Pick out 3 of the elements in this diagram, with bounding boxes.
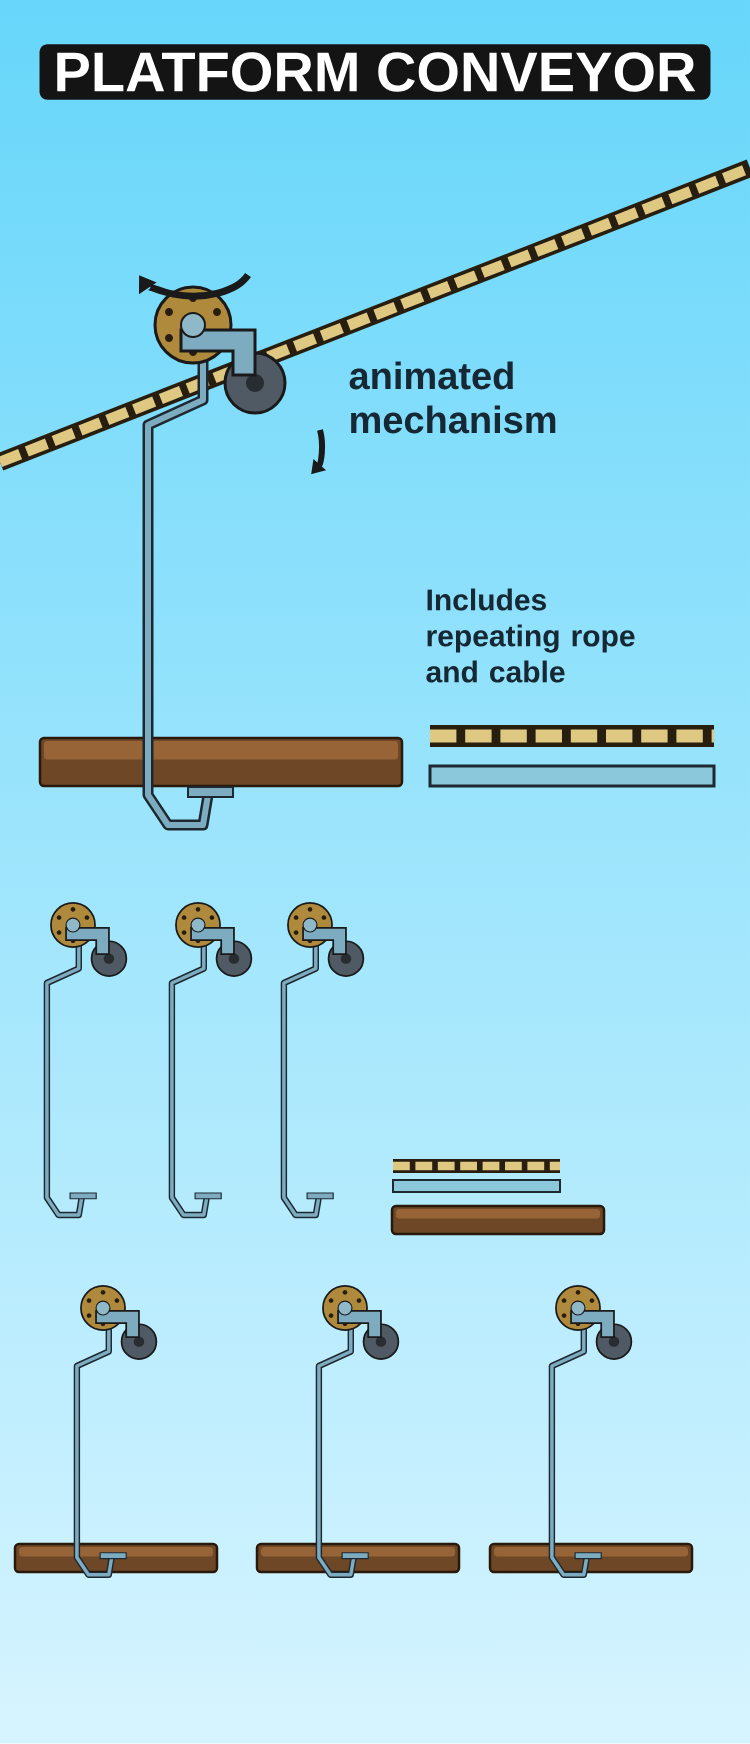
callout-text: Includes repeating rope and cable — [426, 588, 635, 683]
title-banner: PLATFORM CONVEYOR — [39, 44, 711, 100]
callout-text: animated mechanism — [349, 361, 556, 434]
